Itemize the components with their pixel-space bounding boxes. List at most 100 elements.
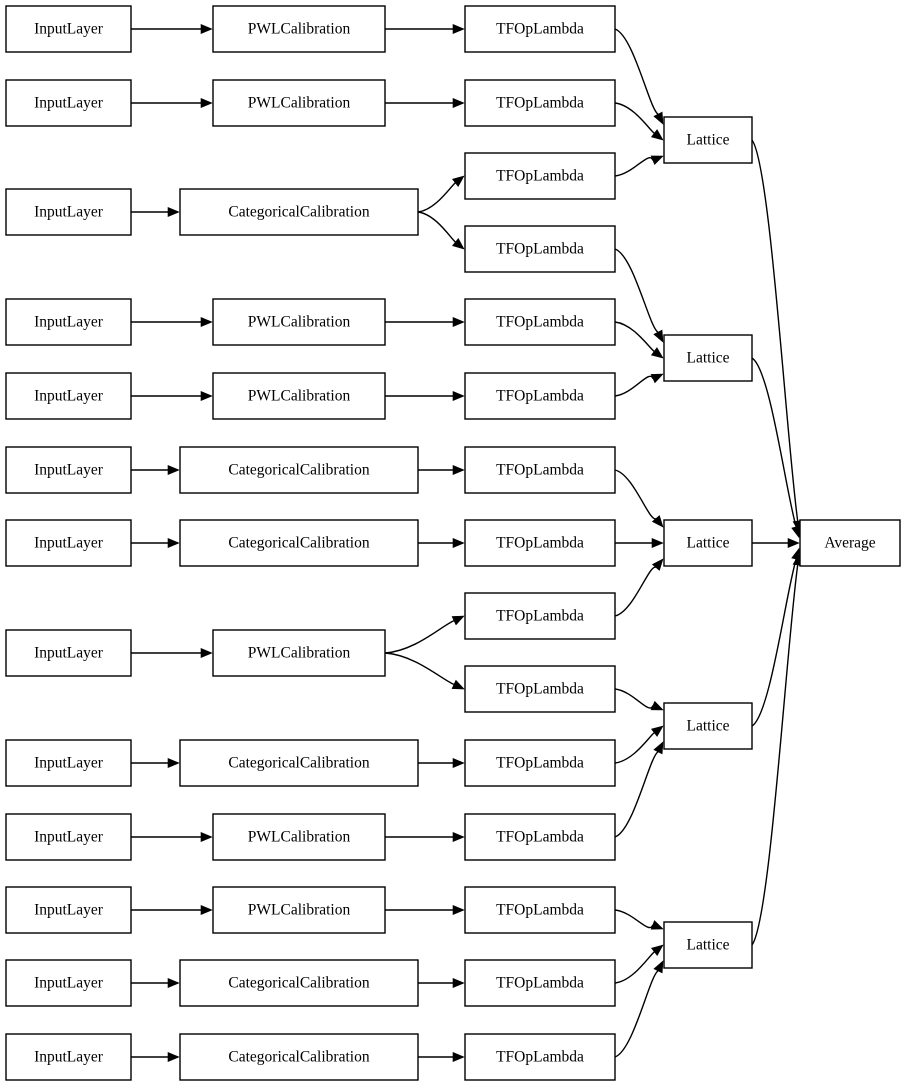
node-pwlcalibration-c10[interactable]: PWLCalibration bbox=[212, 813, 386, 861]
node-tfoplambda-t11[interactable]: TFOpLambda bbox=[464, 739, 616, 787]
node-label: InputLayer bbox=[34, 314, 104, 331]
node-box[interactable] bbox=[179, 188, 419, 236]
node-categoricalcalibration-c9[interactable]: CategoricalCalibration bbox=[179, 739, 419, 787]
node-box[interactable] bbox=[5, 739, 132, 787]
node-inputlayer-in3[interactable]: InputLayer bbox=[5, 188, 132, 236]
node-box[interactable] bbox=[212, 372, 386, 420]
node-lattice-L2[interactable]: Lattice bbox=[663, 334, 753, 382]
node-box[interactable] bbox=[212, 5, 386, 53]
node-box[interactable] bbox=[179, 739, 419, 787]
node-label: TFOpLambda bbox=[496, 314, 584, 331]
node-box[interactable] bbox=[179, 446, 419, 494]
node-box[interactable] bbox=[464, 152, 616, 200]
node-tfoplambda-t1[interactable]: TFOpLambda bbox=[464, 5, 616, 53]
node-box[interactable] bbox=[663, 116, 753, 164]
node-inputlayer-in8[interactable]: InputLayer bbox=[5, 629, 132, 677]
node-box[interactable] bbox=[464, 225, 616, 273]
node-tfoplambda-t8[interactable]: TFOpLambda bbox=[464, 519, 616, 567]
node-inputlayer-in9[interactable]: InputLayer bbox=[5, 739, 132, 787]
node-box[interactable] bbox=[179, 1033, 419, 1081]
node-box[interactable] bbox=[212, 629, 386, 677]
node-box[interactable] bbox=[464, 1033, 616, 1081]
node-pwlcalibration-c1[interactable]: PWLCalibration bbox=[212, 5, 386, 53]
node-inputlayer-in10[interactable]: InputLayer bbox=[5, 813, 132, 861]
node-tfoplambda-t7[interactable]: TFOpLambda bbox=[464, 446, 616, 494]
node-box[interactable] bbox=[663, 921, 753, 969]
node-pwlcalibration-c2[interactable]: PWLCalibration bbox=[212, 79, 386, 127]
node-box[interactable] bbox=[799, 519, 901, 567]
node-inputlayer-in5[interactable]: InputLayer bbox=[5, 372, 132, 420]
node-box[interactable] bbox=[5, 813, 132, 861]
node-box[interactable] bbox=[464, 886, 616, 934]
node-tfoplambda-t3[interactable]: TFOpLambda bbox=[464, 152, 616, 200]
node-tfoplambda-t10[interactable]: TFOpLambda bbox=[464, 665, 616, 713]
node-inputlayer-in11[interactable]: InputLayer bbox=[5, 886, 132, 934]
node-tfoplambda-t13[interactable]: TFOpLambda bbox=[464, 886, 616, 934]
node-box[interactable] bbox=[464, 519, 616, 567]
node-box[interactable] bbox=[464, 79, 616, 127]
node-box[interactable] bbox=[464, 592, 616, 640]
node-box[interactable] bbox=[5, 1033, 132, 1081]
node-inputlayer-in1[interactable]: InputLayer bbox=[5, 5, 132, 53]
node-categoricalcalibration-c12[interactable]: CategoricalCalibration bbox=[179, 959, 419, 1007]
node-tfoplambda-t15[interactable]: TFOpLambda bbox=[464, 1033, 616, 1081]
node-box[interactable] bbox=[5, 519, 132, 567]
node-tfoplambda-t6[interactable]: TFOpLambda bbox=[464, 372, 616, 420]
node-inputlayer-in13[interactable]: InputLayer bbox=[5, 1033, 132, 1081]
node-inputlayer-in12[interactable]: InputLayer bbox=[5, 959, 132, 1007]
node-tfoplambda-t14[interactable]: TFOpLambda bbox=[464, 959, 616, 1007]
node-inputlayer-in6[interactable]: InputLayer bbox=[5, 446, 132, 494]
node-categoricalcalibration-c3[interactable]: CategoricalCalibration bbox=[179, 188, 419, 236]
node-pwlcalibration-c4[interactable]: PWLCalibration bbox=[212, 298, 386, 346]
node-box[interactable] bbox=[5, 188, 132, 236]
node-categoricalcalibration-c7[interactable]: CategoricalCalibration bbox=[179, 519, 419, 567]
node-categoricalcalibration-c6[interactable]: CategoricalCalibration bbox=[179, 446, 419, 494]
node-box[interactable] bbox=[5, 959, 132, 1007]
node-lattice-L5[interactable]: Lattice bbox=[663, 921, 753, 969]
node-lattice-L4[interactable]: Lattice bbox=[663, 702, 753, 750]
node-box[interactable] bbox=[5, 372, 132, 420]
node-box[interactable] bbox=[179, 959, 419, 1007]
node-box[interactable] bbox=[5, 5, 132, 53]
node-inputlayer-in4[interactable]: InputLayer bbox=[5, 298, 132, 346]
node-tfoplambda-t5[interactable]: TFOpLambda bbox=[464, 298, 616, 346]
node-box[interactable] bbox=[464, 739, 616, 787]
node-box[interactable] bbox=[663, 334, 753, 382]
node-box[interactable] bbox=[464, 813, 616, 861]
node-box[interactable] bbox=[212, 886, 386, 934]
node-pwlcalibration-c11[interactable]: PWLCalibration bbox=[212, 886, 386, 934]
node-pwlcalibration-c5[interactable]: PWLCalibration bbox=[212, 372, 386, 420]
node-lattice-L1[interactable]: Lattice bbox=[663, 116, 753, 164]
node-box[interactable] bbox=[464, 372, 616, 420]
node-box[interactable] bbox=[464, 665, 616, 713]
node-box[interactable] bbox=[464, 5, 616, 53]
node-inputlayer-in7[interactable]: InputLayer bbox=[5, 519, 132, 567]
node-tfoplambda-t9[interactable]: TFOpLambda bbox=[464, 592, 616, 640]
node-box[interactable] bbox=[5, 886, 132, 934]
node-categoricalcalibration-c13[interactable]: CategoricalCalibration bbox=[179, 1033, 419, 1081]
node-pwlcalibration-c8[interactable]: PWLCalibration bbox=[212, 629, 386, 677]
node-tfoplambda-t2[interactable]: TFOpLambda bbox=[464, 79, 616, 127]
node-average-avg[interactable]: Average bbox=[799, 519, 901, 567]
node-inputlayer-in2[interactable]: InputLayer bbox=[5, 79, 132, 127]
node-lattice-L3[interactable]: Lattice bbox=[663, 519, 753, 567]
node-box[interactable] bbox=[212, 79, 386, 127]
node-label: TFOpLambda bbox=[496, 21, 584, 38]
node-tfoplambda-t12[interactable]: TFOpLambda bbox=[464, 813, 616, 861]
node-box[interactable] bbox=[663, 519, 753, 567]
node-box[interactable] bbox=[5, 298, 132, 346]
node-box[interactable] bbox=[5, 629, 132, 677]
node-box[interactable] bbox=[663, 702, 753, 750]
node-box[interactable] bbox=[212, 298, 386, 346]
node-box[interactable] bbox=[464, 446, 616, 494]
edge-inputlayer-to-categoricalcalibration bbox=[131, 537, 180, 549]
node-tfoplambda-t4[interactable]: TFOpLambda bbox=[464, 225, 616, 273]
node-box[interactable] bbox=[5, 79, 132, 127]
arrowhead bbox=[650, 700, 664, 711]
node-box[interactable] bbox=[5, 446, 132, 494]
node-box[interactable] bbox=[179, 519, 419, 567]
arrowhead bbox=[653, 329, 664, 343]
node-box[interactable] bbox=[212, 813, 386, 861]
node-box[interactable] bbox=[464, 298, 616, 346]
node-box[interactable] bbox=[464, 959, 616, 1007]
